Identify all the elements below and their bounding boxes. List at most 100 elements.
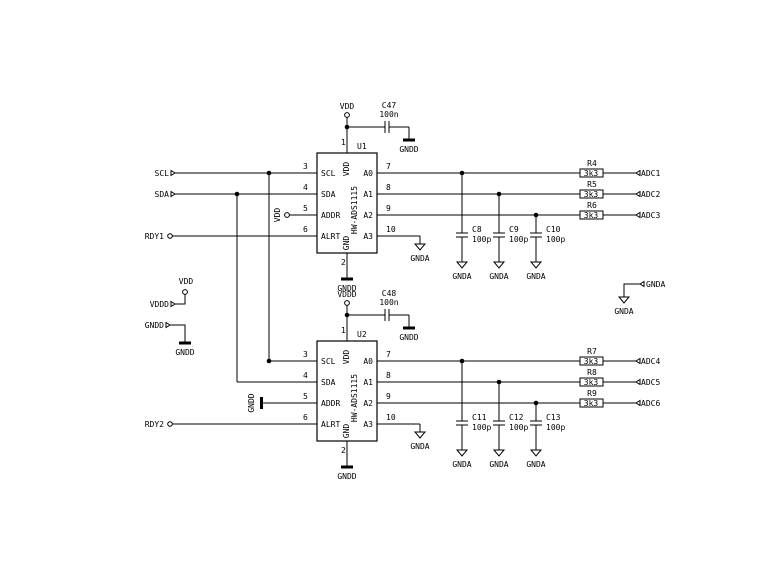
cap-ref: C8 — [472, 225, 482, 234]
pin-label: A0 — [363, 169, 373, 178]
resistor-ref: R4 — [587, 159, 597, 168]
cap-value: 100p — [472, 423, 491, 432]
pin-number: 8 — [386, 183, 391, 192]
port-label: ADC6 — [641, 399, 660, 408]
gndd-ground-symbol: GNDD — [337, 277, 357, 293]
resistor-value: 3k3 — [584, 357, 599, 366]
port-arrow — [635, 399, 641, 407]
vdd-symbol-label: VDD — [179, 277, 194, 286]
pin-label: ALRT — [321, 420, 340, 429]
adc-chip-1: U1HW-ADS1115VDDGND1VDDGNDDC47100n2GNDD3S… — [145, 101, 661, 293]
gnda-ground-symbol: GNDA — [452, 261, 472, 281]
adc-output-port: ADC2 — [635, 190, 660, 199]
pin-label: ADDR — [321, 399, 340, 408]
chip-body — [316, 152, 378, 254]
pin-label: A0 — [363, 357, 373, 366]
ground-label: GNDA — [489, 460, 508, 469]
pin-label: A2 — [363, 211, 373, 220]
vdd-net-label: VDDD — [337, 290, 356, 299]
port-arrow — [635, 378, 641, 386]
port-circle — [167, 421, 173, 427]
gnda-ground-symbol: GNDA — [526, 261, 546, 281]
gnda-ground-symbol: GNDA — [410, 243, 430, 263]
cap-ref: C11 — [472, 413, 487, 422]
ground-label: GNDD — [337, 284, 356, 293]
chip-vdd-label: VDD — [342, 350, 351, 365]
pin-label: A1 — [363, 378, 373, 387]
ground-triangle — [455, 449, 469, 457]
pin-label: ADDR — [321, 211, 340, 220]
pin-label: SDA — [321, 378, 336, 387]
cap-ref: C12 — [509, 413, 524, 422]
power-open-circle — [284, 212, 290, 218]
chip-gnd-label: GND — [342, 424, 351, 439]
gnda-wire — [623, 283, 640, 297]
pin-number: 2 — [341, 446, 346, 455]
ground-label: GNDD — [175, 348, 194, 357]
pin-number: 7 — [386, 350, 391, 359]
cap-value: 100p — [472, 235, 491, 244]
ground-triangle — [492, 449, 506, 457]
cap-value: 100n — [379, 298, 398, 307]
chip-ref: U1 — [357, 142, 367, 151]
chip-vdd-label: VDD — [342, 162, 351, 177]
pin-number: 6 — [303, 413, 308, 422]
ground-triangle — [455, 261, 469, 269]
port-arrow — [635, 169, 641, 177]
adc-output-port: ADC6 — [635, 399, 660, 408]
gnda-ground-symbol: GNDA — [614, 296, 634, 316]
pin-number: 9 — [386, 392, 391, 401]
chip-gnd-label: GND — [342, 236, 351, 251]
cap-value: 100p — [546, 235, 565, 244]
port-arrow — [635, 190, 641, 198]
ground-bar — [341, 277, 353, 281]
port-label: VDDD — [150, 300, 169, 309]
resistor-ref: R8 — [587, 368, 597, 377]
cap-value: 100n — [379, 110, 398, 119]
pin-label: A3 — [363, 232, 373, 241]
gnda-ground-symbol: GNDA — [489, 261, 509, 281]
power-open-circle — [344, 112, 350, 118]
pin-number: 3 — [303, 162, 308, 171]
ground-bar — [179, 341, 191, 345]
ground-label: GNDA — [410, 254, 429, 263]
ground-label: GNDA — [526, 272, 545, 281]
gnda-ground-symbol: GNDA — [489, 449, 509, 469]
cap-ref: C9 — [509, 225, 519, 234]
pin-label: ALRT — [321, 232, 340, 241]
ground-label: GNDA — [526, 460, 545, 469]
port-label: ADC5 — [641, 378, 660, 387]
cap-ref: C48 — [382, 289, 397, 298]
addr-net-label: GNDD — [247, 393, 256, 412]
schematic-layer: U1HW-ADS1115VDDGND1VDDGNDDC47100n2GNDD3S… — [145, 101, 666, 481]
resistor-value: 3k3 — [584, 211, 599, 220]
resistor-value: 3k3 — [584, 378, 599, 387]
pin-number: 10 — [386, 413, 396, 422]
power-open-circle — [182, 289, 188, 295]
port-label: SDA — [155, 190, 170, 199]
ground-triangle — [413, 431, 427, 439]
port-label: RDY2 — [145, 420, 164, 429]
pin-number: 9 — [386, 204, 391, 213]
port-label: SCL — [155, 169, 170, 178]
resistor-ref: R5 — [587, 180, 597, 189]
ground-bar — [260, 397, 263, 409]
adc-output-port: ADC5 — [635, 378, 660, 387]
pin-label: SCL — [321, 357, 336, 366]
port-label: ADC4 — [641, 357, 660, 366]
port-arrow — [635, 211, 641, 219]
chip-part: HW-ADS1115 — [350, 374, 359, 422]
port-label: ADC1 — [641, 169, 660, 178]
chip-ref: U2 — [357, 330, 367, 339]
pin-number: 7 — [386, 162, 391, 171]
scl-port: SCL — [155, 169, 176, 178]
vddd-wire — [175, 294, 186, 305]
alert-port: RDY2 — [145, 420, 173, 429]
vddd-link: VDDD VDD — [150, 277, 194, 309]
vdd-net-label: VDD — [340, 102, 355, 111]
adc-output-port: ADC1 — [635, 169, 660, 178]
gnda-ground-symbol: GNDA — [526, 449, 546, 469]
resistor-ref: R9 — [587, 389, 597, 398]
pin-number: 10 — [386, 225, 396, 234]
